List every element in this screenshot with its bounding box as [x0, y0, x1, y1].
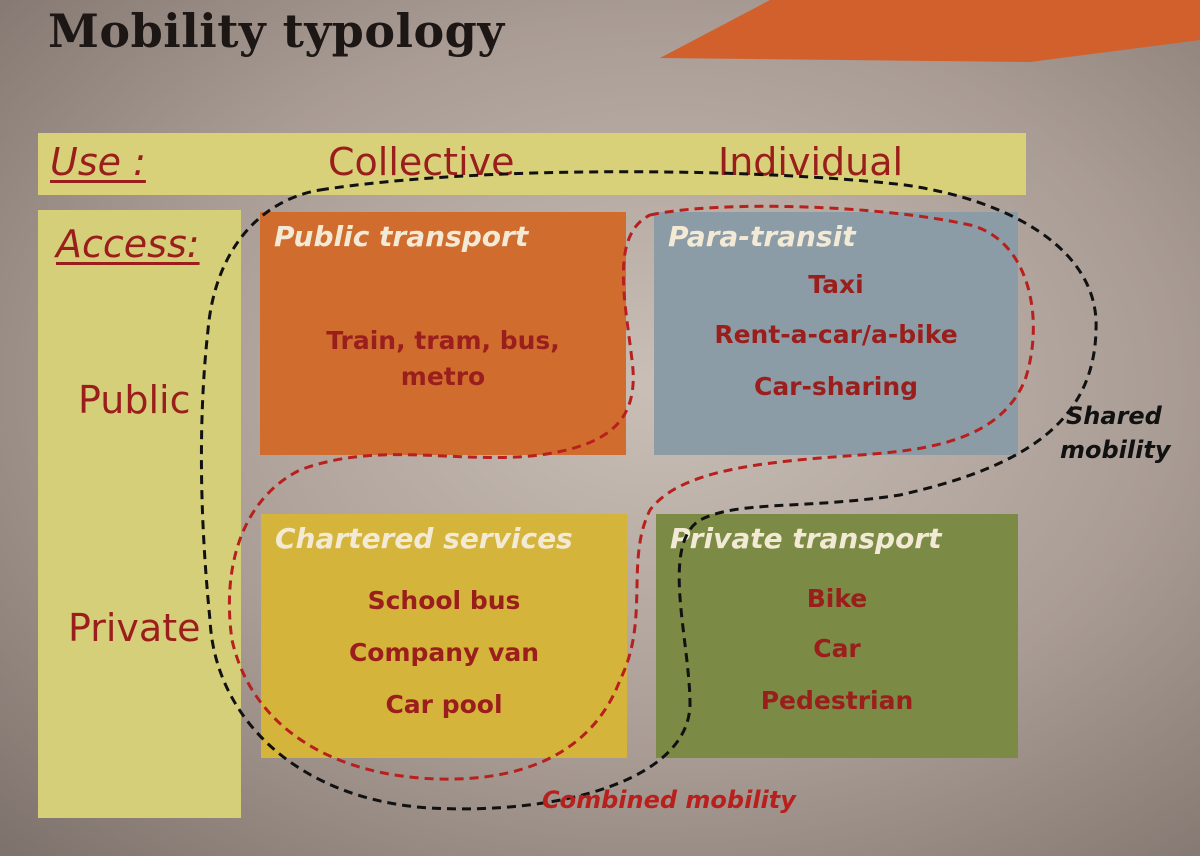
cell-title: Chartered services [275, 522, 573, 555]
access-label: Access: [56, 222, 200, 266]
combined-mobility-label: Combined mobility [542, 786, 796, 814]
cell-item: Company van [348, 638, 540, 667]
cell-chartered-services: Chartered services School bus Company va… [261, 514, 627, 758]
shared-mobility-label-line1: Shared [1066, 402, 1162, 430]
use-band [38, 133, 1026, 195]
cell-item: Car-sharing [753, 372, 919, 401]
cell-item: metro [400, 362, 486, 391]
use-label: Use : [50, 140, 146, 184]
cell-title: Public transport [274, 220, 529, 253]
cell-private-transport: Private transport Bike Car Pedestrian [656, 514, 1018, 758]
page-title: Mobility typology [48, 4, 505, 58]
cell-public-transport: Public transport Train, tram, bus, metro [260, 212, 626, 455]
cell-item: School bus [367, 586, 521, 615]
cell-item: Car pool [385, 690, 503, 719]
row-private: Private [68, 606, 201, 650]
access-band [38, 210, 241, 818]
cell-title: Para-transit [668, 220, 856, 253]
cell-item: Car [813, 634, 861, 663]
cell-item: Taxi [808, 270, 864, 299]
cell-para-transit: Para-transit Taxi Rent-a-car/a-bike Car-… [654, 212, 1018, 455]
shared-mobility-label-line2: mobility [1060, 436, 1171, 464]
cell-title: Private transport [670, 522, 942, 555]
cell-item: Bike [806, 584, 868, 613]
shared-mobility-loop [199, 170, 1098, 811]
row-public: Public [78, 378, 191, 422]
cell-item: Pedestrian [760, 686, 914, 715]
decorative-banner [660, 0, 1200, 62]
cell-item: Rent-a-car/a-bike [714, 320, 958, 349]
column-individual: Individual [718, 140, 904, 184]
cell-item: Train, tram, bus, [326, 326, 560, 355]
combined-mobility-loop [227, 204, 1035, 781]
column-collective: Collective [328, 140, 515, 184]
